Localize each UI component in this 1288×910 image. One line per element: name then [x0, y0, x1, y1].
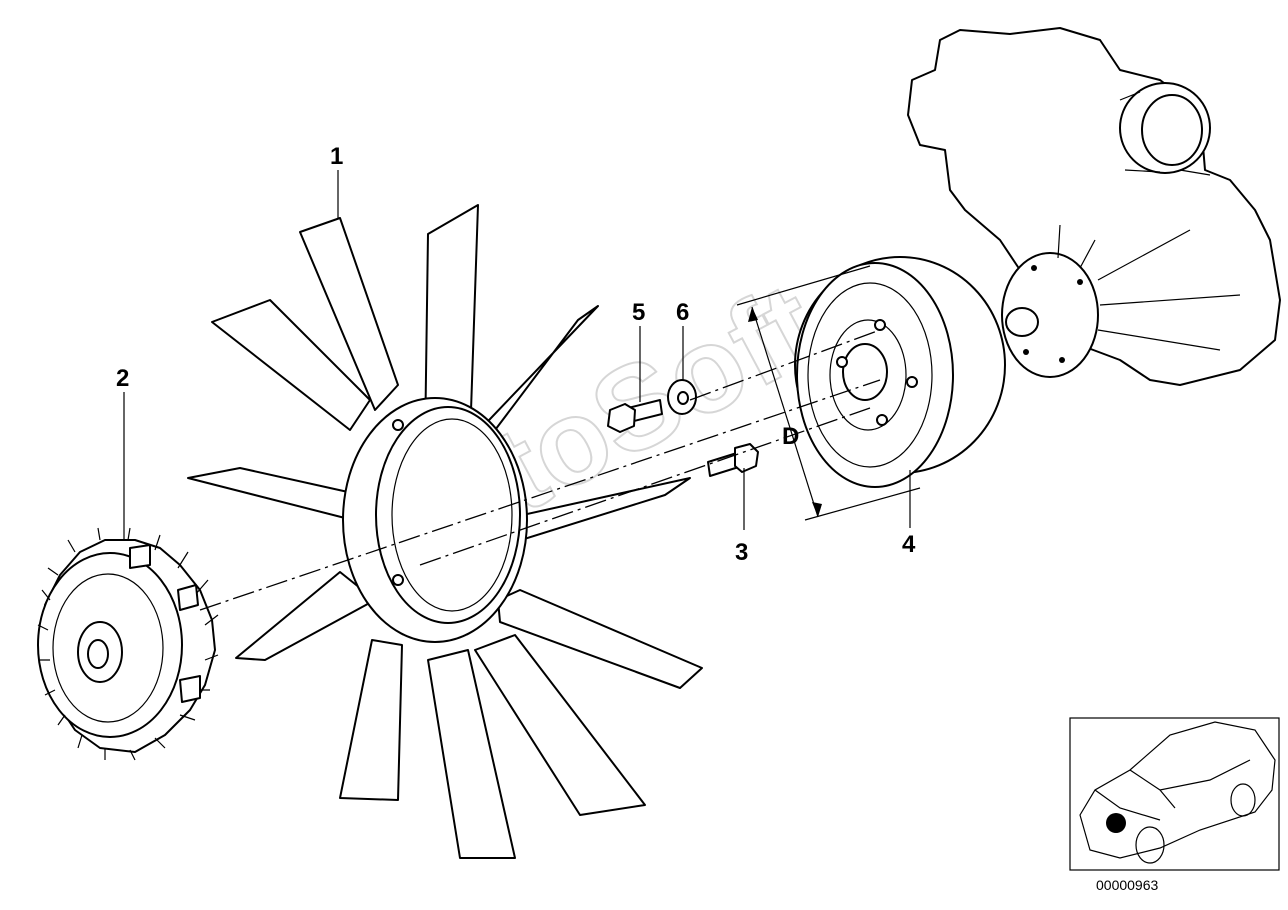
- viscous-clutch: [37, 527, 219, 761]
- car-locator-inset: [1069, 717, 1280, 871]
- callout-2: 2: [116, 365, 129, 392]
- bolt-5: [607, 399, 663, 433]
- callout-3: 3: [735, 539, 748, 566]
- dimension-d: D: [736, 265, 921, 521]
- center-axes: [199, 329, 881, 611]
- dimension-d-label: D: [782, 423, 799, 450]
- bolt-3: [707, 443, 759, 477]
- engine-block: [907, 27, 1281, 386]
- callout-5: 5: [632, 299, 645, 326]
- leader-lines: [123, 170, 911, 540]
- fan: [187, 204, 703, 859]
- callout-1: 1: [330, 143, 343, 170]
- hub-flange: [1001, 224, 1241, 378]
- location-marker: [1106, 813, 1126, 833]
- pulley: [794, 256, 1006, 488]
- washer: [667, 379, 697, 415]
- callout-4: 4: [902, 531, 916, 558]
- callout-6: 6: [676, 299, 689, 326]
- reference-number: 00000963: [1096, 877, 1159, 893]
